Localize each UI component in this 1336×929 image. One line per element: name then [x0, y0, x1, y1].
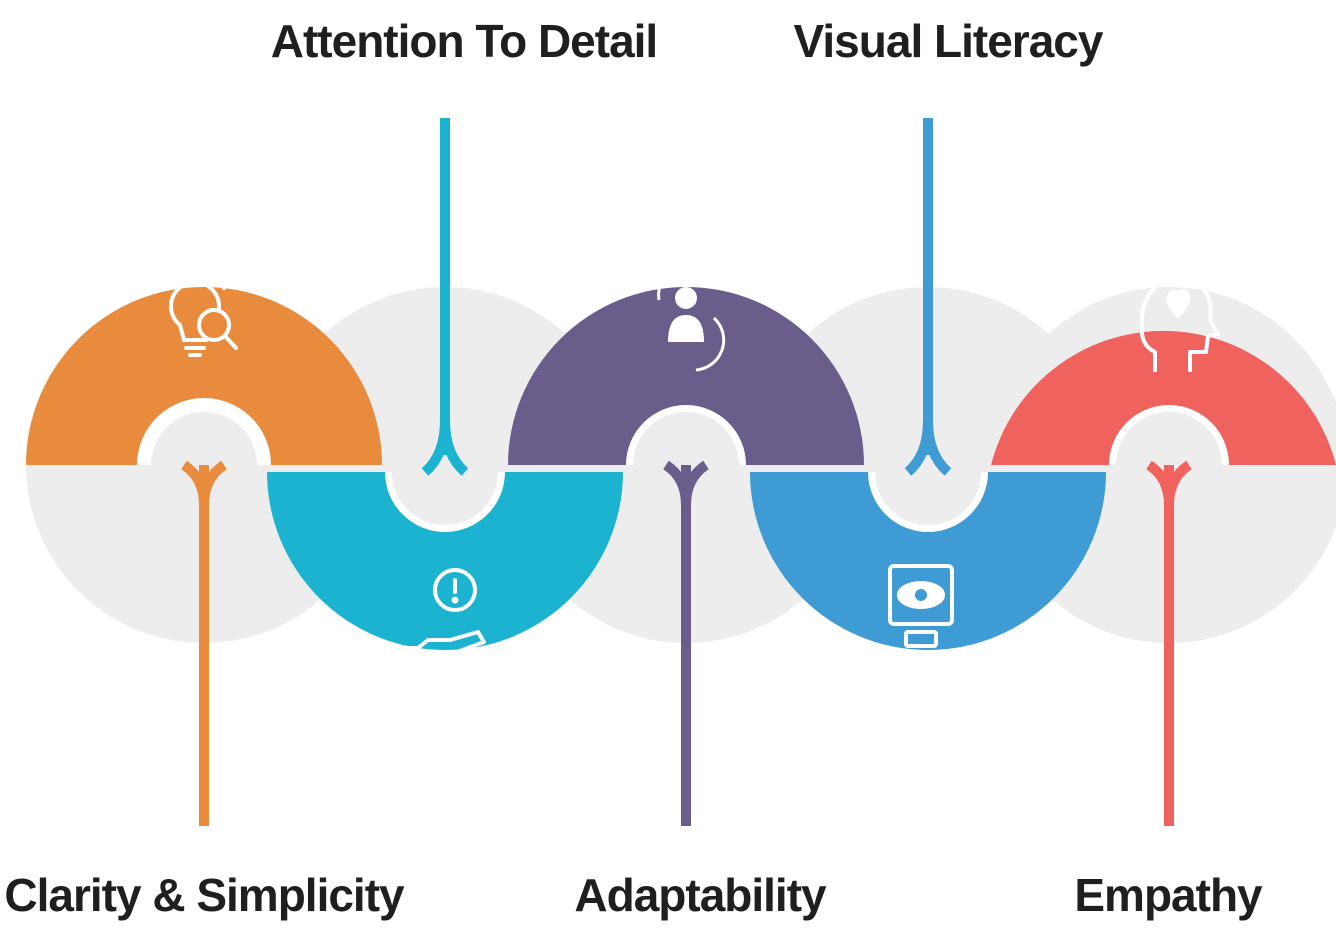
label-adaptability: Adaptability [574, 869, 826, 921]
user-refresh-icon [657, 263, 726, 372]
label-empathy: Empathy [1074, 869, 1262, 921]
segment-adaptability [508, 287, 864, 826]
eye-monitor-icon [888, 564, 954, 648]
segment-clarity [26, 287, 382, 826]
label-attention-to-detail: Attention To Detail [270, 15, 658, 67]
head-heart-icon [1139, 275, 1220, 372]
segment-attention [267, 118, 623, 650]
lightbulb-magnifier-icon [158, 268, 238, 357]
segment-empathy [991, 330, 1336, 826]
segment-visual-literacy [750, 118, 1106, 650]
label-visual-literacy: Visual Literacy [793, 15, 1104, 67]
hand-alert-icon [404, 568, 486, 664]
label-clarity-simplicity: Clarity & Simplicity [4, 869, 404, 921]
